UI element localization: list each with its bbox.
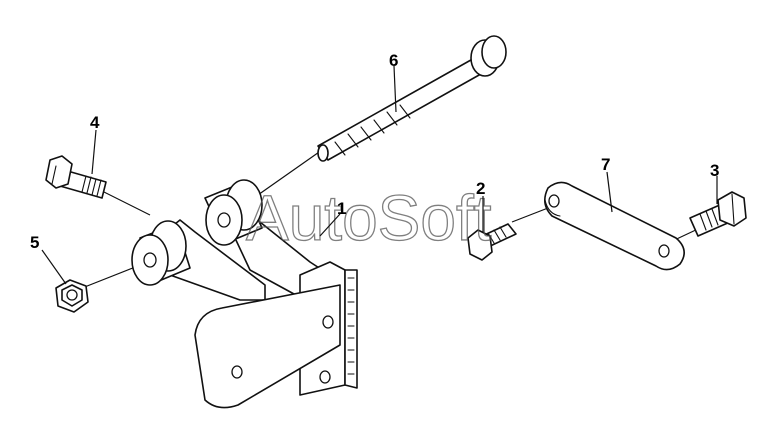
long-bolt-part	[317, 35, 507, 162]
callout-leaders	[41, 65, 718, 285]
callout-4: 4	[90, 113, 100, 132]
link-plate-part	[544, 181, 685, 271]
bracket-part	[131, 179, 358, 409]
callout-7: 7	[601, 155, 610, 174]
short-bolt-part	[45, 155, 107, 199]
callout-1: 1	[337, 199, 346, 218]
callout-3: 3	[710, 161, 719, 180]
callout-5: 5	[30, 233, 39, 252]
hex-bolt-part	[689, 191, 747, 237]
nut-part	[55, 279, 89, 313]
watermark-text: AutoSoft	[246, 182, 492, 254]
callout-6: 6	[389, 51, 398, 70]
callout-2: 2	[476, 179, 485, 198]
small-bolt-part	[467, 223, 517, 261]
